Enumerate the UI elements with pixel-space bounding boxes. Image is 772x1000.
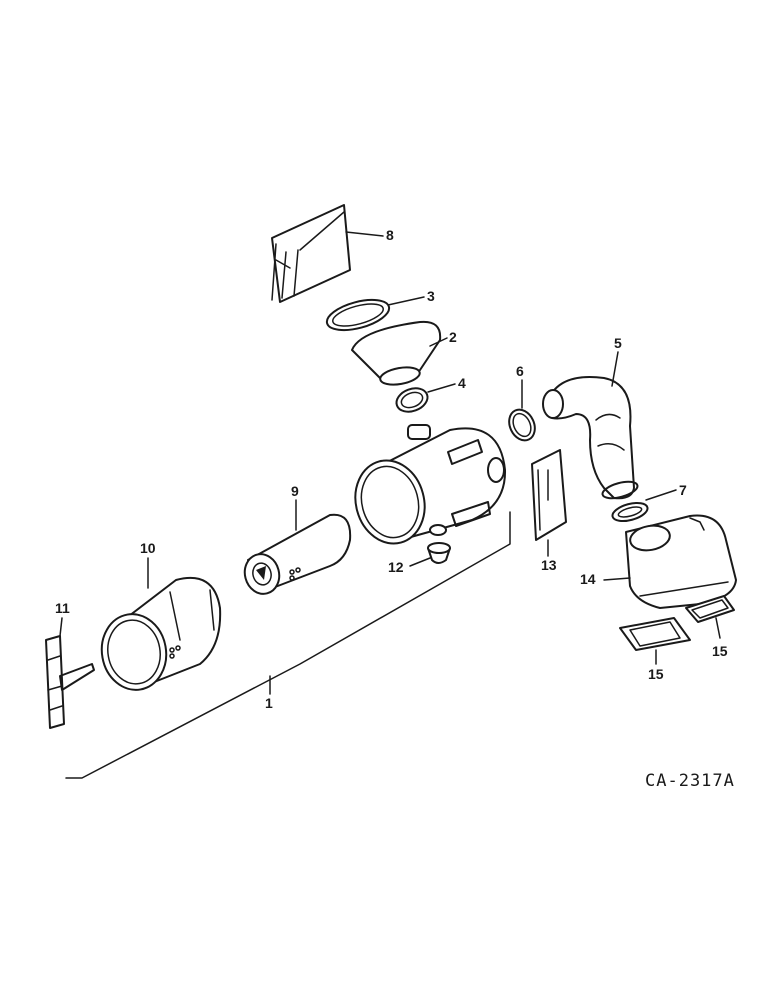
leader-7 (645, 489, 677, 501)
callout-8: 8 (386, 227, 394, 243)
leader-5 (611, 351, 619, 387)
leader-12 (409, 557, 431, 567)
leader-2 (429, 337, 448, 347)
leader-15a (715, 617, 721, 639)
part-1-assembly-bracket (65, 511, 511, 779)
air-cleaner-housing (354, 424, 507, 545)
part-13-bracket (531, 449, 567, 541)
part-11-strap (45, 635, 95, 729)
part-3-clamp (325, 298, 391, 332)
part-10-canister (100, 576, 222, 691)
part-14-adapter (625, 514, 737, 609)
callout-4: 4 (458, 375, 466, 391)
part-7-clamp (611, 501, 649, 523)
callout-12: 12 (388, 559, 404, 575)
part-8-panel (271, 204, 351, 303)
callout-3: 3 (427, 288, 435, 304)
callout-2: 2 (449, 329, 457, 345)
part-15-gasket-left (619, 617, 691, 651)
part-2-funnel (351, 320, 442, 386)
leader-3 (387, 296, 425, 306)
callout-9: 9 (291, 483, 299, 499)
callout-15a: 15 (712, 643, 728, 659)
callout-1: 1 (265, 695, 273, 711)
leader-8 (345, 231, 384, 237)
part-6-clamp (508, 408, 536, 442)
part-12-valve (427, 542, 451, 564)
callout-5: 5 (614, 335, 622, 351)
leader-14 (603, 577, 631, 581)
callout-11: 11 (55, 600, 70, 616)
part-15-gasket-right (685, 595, 735, 623)
part-4-clamp (395, 387, 429, 413)
callout-6: 6 (516, 363, 524, 379)
leader-11 (59, 617, 63, 637)
callout-10: 10 (140, 540, 156, 556)
callout-15b: 15 (648, 666, 664, 682)
callout-7: 7 (679, 482, 687, 498)
part-9-filter-element (243, 513, 352, 595)
part-5-elbow-hose (542, 376, 639, 500)
reference-code: CA-2317A (645, 771, 735, 791)
callout-13: 13 (541, 557, 557, 573)
leader-4 (427, 383, 456, 393)
callout-14: 14 (580, 571, 596, 587)
